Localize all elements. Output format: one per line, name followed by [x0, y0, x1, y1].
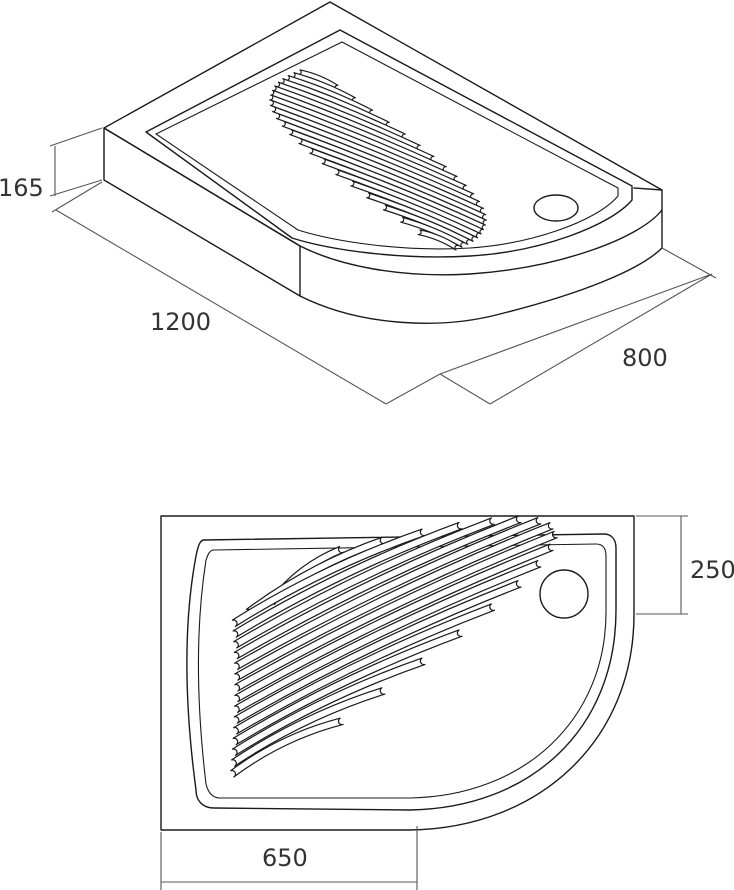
straight-length-label: 650: [262, 844, 308, 872]
tray-basin-edge: [154, 41, 619, 250]
corner-depth-label: 250: [690, 556, 734, 584]
drain-hole-plan: [539, 569, 589, 619]
tray-top-rim: [103, 1, 663, 276]
tray-right-side: [633, 187, 663, 191]
straight-length-dim-lines: [160, 826, 418, 890]
plan-outer-outline: [160, 515, 635, 831]
drain-slot: [234, 530, 558, 692]
drain-slot: [232, 521, 463, 638]
plan-slot-group: [230, 515, 558, 778]
drain-slot: [234, 521, 554, 681]
drain-slot: [233, 559, 542, 714]
drain-slot: [234, 543, 554, 703]
isometric-view: 165 1200 800: [0, 1, 717, 405]
drain-slot: [230, 687, 386, 767]
length-dim-lines: [51, 181, 441, 405]
drain-slot: [230, 717, 344, 778]
tray-inner-rim: [145, 29, 633, 258]
drain-slot: [233, 603, 496, 735]
plan-basin-edge: [197, 543, 607, 799]
iso-slot-group: [269, 69, 487, 251]
drain-slot: [231, 528, 426, 628]
drain-hole-iso: [533, 194, 579, 222]
drain-slot: [232, 629, 463, 746]
length-label: 1200: [150, 308, 211, 336]
drain-slot: [233, 516, 542, 671]
plan-view: 250 650: [160, 515, 734, 890]
drain-slot: [233, 579, 522, 724]
drain-slot: [417, 229, 459, 251]
tray-curved-side: [299, 209, 663, 324]
drain-slot: [233, 515, 522, 660]
corner-depth-dim-lines: [636, 515, 688, 615]
drain-slot: [233, 517, 496, 649]
drain-slot: [231, 657, 426, 757]
plan-inner-rim: [186, 533, 617, 811]
height-label: 165: [0, 174, 44, 202]
height-dim-lines: [49, 127, 103, 197]
width-dim-lines: [439, 247, 717, 405]
width-label: 800: [622, 344, 668, 372]
